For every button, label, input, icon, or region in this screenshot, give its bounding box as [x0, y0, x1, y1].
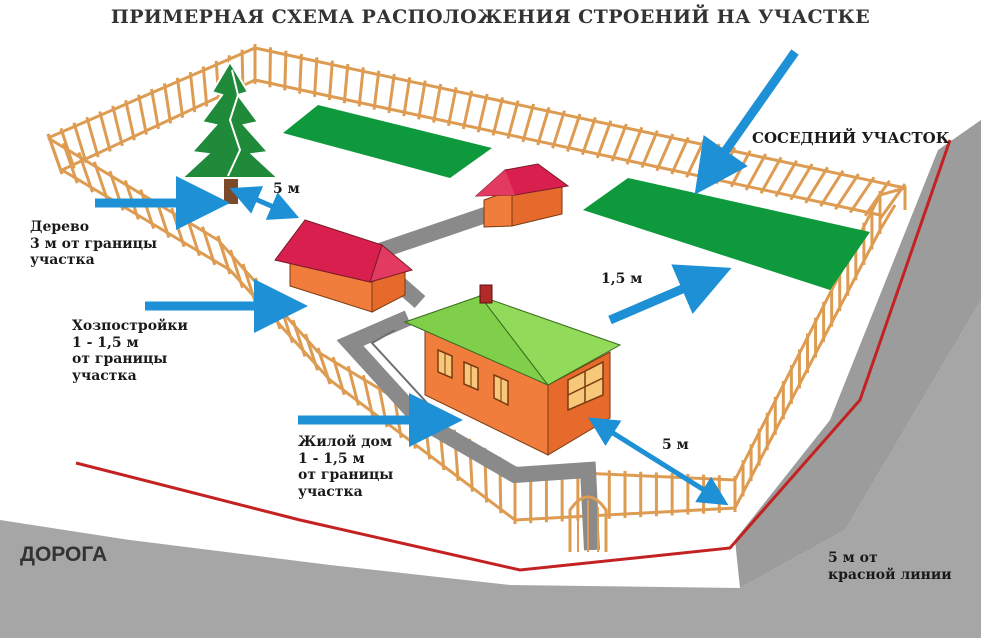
- house-label-line: от границы: [298, 467, 394, 484]
- outbuilding: [274, 219, 414, 313]
- fence-post: [432, 83, 443, 123]
- arrow-icon: [95, 49, 799, 506]
- tree-label-line: Дерево: [30, 219, 90, 235]
- fence-post: [150, 88, 160, 130]
- fence-post: [327, 60, 334, 101]
- fence-post: [124, 99, 136, 141]
- fence-post: [610, 123, 628, 162]
- road-surface: [0, 300, 981, 638]
- distance-house-fence: 5 м: [662, 437, 689, 453]
- fence-post: [402, 77, 412, 117]
- fence-post: [111, 105, 124, 147]
- house-label-line: участка: [298, 483, 363, 500]
- fence-post: [357, 67, 365, 107]
- path-inner-edge: [370, 329, 429, 405]
- distance-tree-shed: 5 м: [273, 181, 300, 197]
- house-label-line: 1 - 1,5 м: [298, 450, 365, 467]
- fence-post: [685, 140, 706, 178]
- fence-post: [313, 57, 319, 97]
- fence-post: [461, 90, 474, 130]
- fence-post: [387, 73, 396, 114]
- fence-post: [580, 116, 597, 156]
- fence-post: [729, 149, 752, 188]
- fence-rail-bottom: [61, 168, 897, 522]
- fence-post: [476, 93, 489, 133]
- outbuildings-label-line: Хозпостройки: [72, 318, 188, 334]
- red-line-label: 5 м от красной линии: [828, 550, 952, 583]
- fence-post: [98, 111, 112, 152]
- outbuildings-label-line: от границы: [72, 351, 168, 368]
- arrow-garden: [608, 264, 732, 325]
- main-house: [403, 284, 622, 456]
- fence-rail-back: [47, 46, 906, 190]
- garden-bed-left: [283, 105, 492, 178]
- outbuildings-label: Хозпостройки 1 - 1,5 м от границы участк…: [72, 318, 188, 384]
- small-shed: [474, 163, 570, 228]
- fence-post: [789, 163, 814, 201]
- fence-post: [188, 71, 197, 113]
- outbuildings-label-line: 1 - 1,5 м: [72, 334, 139, 351]
- house-label-line: Жилой дом: [298, 434, 393, 450]
- fence-post: [506, 100, 520, 140]
- fence-post: [372, 70, 381, 110]
- diagram-title: ПРИМЕРНАЯ СХЕМА РАСПОЛОЖЕНИЯ СТРОЕНИЙ НА…: [110, 6, 871, 28]
- tree-label-line: 3 м от границы: [30, 235, 157, 252]
- fence-post: [446, 87, 458, 127]
- fence-post: [137, 94, 148, 135]
- red-line-label-line: 5 м от: [828, 550, 878, 566]
- fence-post: [268, 47, 272, 88]
- red-line: [75, 139, 952, 572]
- fence-post: [655, 133, 675, 172]
- fence-post: [848, 176, 876, 214]
- outbuildings-label-line: участка: [72, 367, 137, 384]
- fence-post: [536, 106, 551, 146]
- fence-post: [670, 136, 690, 175]
- red-line-label-line: красной линии: [828, 566, 952, 583]
- road-label: ДОРОГА: [20, 543, 108, 566]
- fence-post: [491, 96, 505, 136]
- fence-post: [834, 173, 860, 211]
- arrow-tree-shed: [229, 186, 300, 220]
- tree-label: Дерево 3 м от границы участка: [30, 219, 157, 269]
- fence-post: [566, 113, 582, 152]
- fence-post: [417, 80, 427, 120]
- house-label: Жилой дом 1 - 1,5 м от границы участка: [298, 434, 393, 500]
- distance-house-garden: 1,5 м: [601, 271, 643, 287]
- arrow-house-fence: [588, 417, 729, 506]
- fence-post: [521, 103, 536, 143]
- fence-post: [162, 83, 173, 124]
- fence-rail-back-low: [61, 78, 881, 217]
- arrow-neighbor: [694, 49, 799, 195]
- fence-post: [625, 126, 644, 165]
- tree-label-line: участка: [30, 252, 95, 269]
- fence-post: [298, 53, 303, 94]
- garden-bed-right: [583, 178, 870, 290]
- fence-post: [201, 66, 209, 107]
- fence-post: [819, 169, 845, 207]
- fence-post: [551, 110, 566, 149]
- fence-post: [759, 156, 783, 195]
- gate-icon: [568, 495, 608, 552]
- fence-post: [85, 116, 100, 158]
- fence-post: [283, 50, 288, 91]
- fence-post: [342, 63, 350, 104]
- fence-post: [804, 166, 829, 204]
- fence-post: [72, 122, 88, 164]
- fence-post: [744, 153, 768, 191]
- neighbor-plot-label: СОСЕДНИЙ УЧАСТОК: [752, 129, 950, 147]
- fence-post: [640, 130, 659, 169]
- fence-post: [595, 120, 613, 159]
- fence-post: [175, 77, 185, 118]
- fence-post: [774, 159, 798, 198]
